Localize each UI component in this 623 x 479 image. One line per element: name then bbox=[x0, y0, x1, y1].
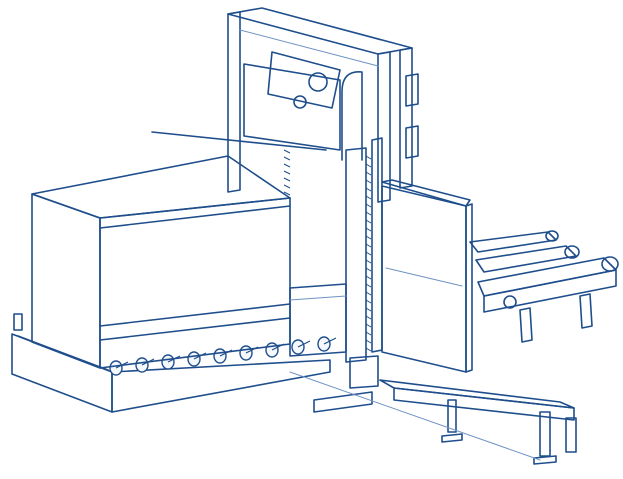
rack-tooth bbox=[365, 323, 372, 328]
load-left-face bbox=[31, 193, 101, 369]
tower-crossbar bbox=[239, 29, 379, 67]
belt-motor-icon bbox=[503, 295, 517, 309]
load-side-rack-teeth bbox=[283, 149, 291, 196]
rack-tooth bbox=[365, 187, 372, 192]
rack-tooth bbox=[283, 149, 291, 154]
base-beam-front bbox=[393, 387, 575, 421]
mast-rail bbox=[371, 137, 383, 353]
rack-tooth bbox=[365, 235, 372, 240]
base-foot-mid bbox=[533, 455, 557, 465]
side-panel-seam bbox=[385, 267, 463, 287]
drive-unit bbox=[267, 51, 341, 109]
rack-tooth bbox=[365, 155, 372, 160]
rack-tooth bbox=[365, 219, 372, 224]
arm-guide-loop bbox=[341, 71, 363, 161]
rack-tooth bbox=[365, 243, 372, 248]
drive-motor-icon bbox=[308, 72, 328, 92]
rack-tooth bbox=[365, 315, 372, 320]
rack-tooth bbox=[283, 170, 291, 175]
left-conveyor-side-rail bbox=[11, 333, 113, 413]
belt-leg-right bbox=[579, 293, 593, 329]
rack-tooth bbox=[365, 227, 372, 232]
right-belt-conveyors bbox=[469, 230, 619, 343]
rack-tooth bbox=[365, 259, 372, 264]
rack-tooth bbox=[365, 179, 372, 184]
load-top-band bbox=[99, 205, 291, 229]
rack-tooth bbox=[365, 291, 372, 296]
side-panel-edge bbox=[465, 203, 473, 373]
rack-tooth bbox=[365, 347, 372, 352]
mast-rack-teeth bbox=[365, 155, 372, 352]
rack-tooth bbox=[283, 191, 291, 196]
rack-tooth bbox=[365, 251, 372, 256]
left-roller-conveyor bbox=[11, 313, 337, 413]
load-bottom-band bbox=[99, 303, 291, 327]
base-beam-top bbox=[379, 379, 575, 409]
base-leg-mid bbox=[539, 411, 551, 457]
side-bracket-upper bbox=[405, 73, 419, 107]
tower-right-front-post bbox=[377, 51, 391, 203]
carriage-housing bbox=[243, 63, 341, 151]
rack-tooth bbox=[283, 156, 291, 161]
load-front-face bbox=[99, 197, 291, 369]
belt-pulley-2 bbox=[564, 245, 580, 259]
rack-tooth bbox=[365, 299, 372, 304]
rack-tooth bbox=[365, 195, 372, 200]
mast-column bbox=[345, 147, 367, 363]
side-panel-top-edge bbox=[381, 179, 471, 207]
rack-tooth bbox=[283, 163, 291, 168]
load-top-face bbox=[31, 155, 291, 219]
rack-tooth bbox=[283, 184, 291, 189]
side-panel bbox=[381, 179, 473, 373]
mast-foot-plate bbox=[313, 391, 373, 413]
rack-tooth bbox=[365, 307, 372, 312]
drive-pulley-icon bbox=[293, 95, 307, 109]
rack-tooth bbox=[365, 339, 372, 344]
base-leg-left bbox=[447, 399, 457, 433]
pallet-load bbox=[31, 155, 291, 369]
floor-line bbox=[289, 371, 541, 461]
rack-tooth bbox=[365, 211, 372, 216]
rack-tooth bbox=[365, 283, 372, 288]
rack-tooth bbox=[365, 267, 372, 272]
rack-tooth bbox=[365, 275, 372, 280]
mast-base-block bbox=[349, 355, 379, 389]
callout-leader-line bbox=[151, 131, 327, 151]
wrapping-mast bbox=[283, 137, 383, 413]
roller-group bbox=[109, 336, 337, 376]
inner-conveyor bbox=[289, 283, 347, 357]
load-bottom-band-lower bbox=[99, 317, 291, 341]
roller-shaft bbox=[297, 340, 311, 348]
rack-tooth bbox=[365, 203, 372, 208]
inner-conveyor-rail bbox=[289, 295, 347, 301]
rack-tooth bbox=[365, 163, 372, 168]
roller-shaft bbox=[323, 337, 337, 345]
side-panel-face bbox=[381, 185, 467, 373]
rack-tooth bbox=[283, 177, 291, 182]
base-foot-left bbox=[441, 433, 463, 443]
rack-tooth bbox=[365, 171, 372, 176]
belt-conveyor-frame bbox=[483, 269, 617, 313]
base-leg-right bbox=[565, 417, 577, 453]
base-frame bbox=[289, 371, 577, 465]
side-bracket-lower bbox=[405, 125, 419, 159]
tower-left-post bbox=[227, 11, 241, 193]
rack-tooth bbox=[365, 331, 372, 336]
conveyor-end-post bbox=[13, 313, 23, 331]
belt-pulley-1 bbox=[545, 230, 559, 242]
left-conveyor-front-rail bbox=[111, 359, 331, 413]
tower-frame bbox=[227, 7, 419, 203]
tower-top-beam bbox=[227, 7, 413, 55]
belt-leg-left bbox=[519, 307, 533, 343]
inner-conveyor-frame bbox=[289, 283, 347, 357]
tower-right-rear-post bbox=[399, 47, 413, 189]
